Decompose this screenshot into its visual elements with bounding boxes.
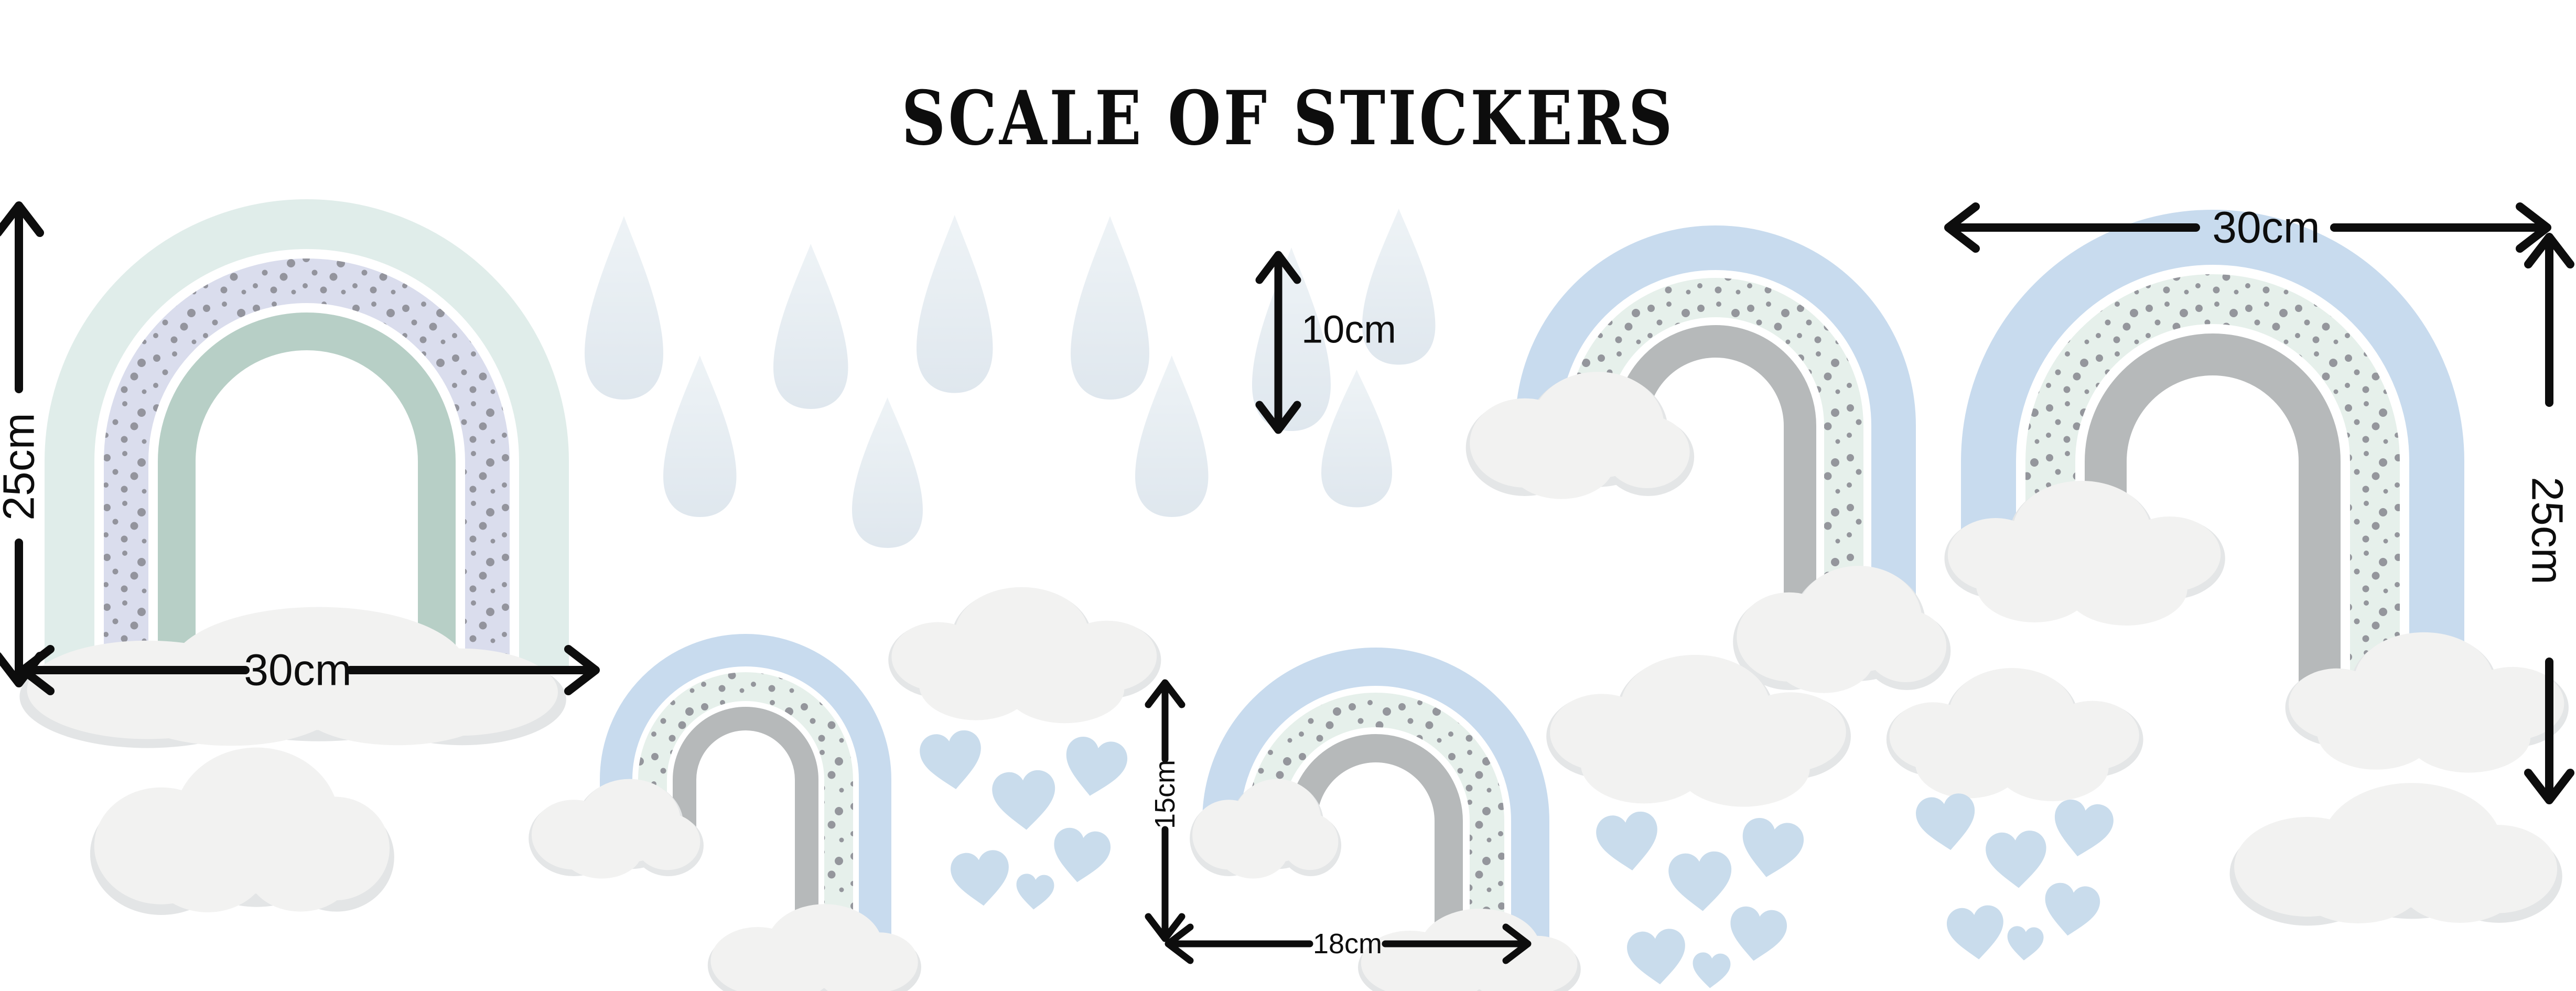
cloud-icon	[888, 587, 1161, 724]
label-raindrop-height: 10cm	[1301, 307, 1396, 351]
cloud-middle-rainbow-left	[1465, 372, 1695, 499]
label-small-rainbow-width: 18cm	[1312, 928, 1383, 960]
falling-hearts	[1594, 809, 1807, 990]
small-rainbow-blue-2	[1202, 648, 1549, 960]
falling-hearts	[1914, 791, 2116, 963]
arrow-small-rainbow-height	[1145, 679, 1185, 942]
arrow-right-rainbow-height	[2524, 233, 2574, 804]
label-small-rainbow-height: 15cm	[1149, 759, 1181, 830]
raindrop	[663, 356, 737, 517]
page-title: SCALE OF STICKERS	[901, 75, 1675, 163]
large-rainbow-blue-right	[1961, 210, 2464, 713]
small-rainbow-blue-1	[600, 634, 891, 944]
cloud-middle-rainbow-right	[1733, 566, 1951, 693]
cloud-bottom-right	[2229, 783, 2562, 926]
cloud-bottom-left	[90, 747, 394, 915]
heart-rain-cloud-3	[1886, 668, 2143, 963]
raindrop	[1135, 356, 1209, 517]
cloud-icon	[1886, 668, 2143, 801]
label-left-rainbow-width: 30cm	[244, 645, 352, 695]
label-right-rainbow-width: 30cm	[2212, 202, 2320, 252]
raindrop-group	[585, 209, 1436, 548]
raindrop	[1071, 216, 1149, 400]
heart-rain-cloud-2	[1546, 654, 1851, 990]
raindrop	[1321, 370, 1392, 508]
label-right-rainbow-height: 25cm	[2523, 477, 2572, 585]
falling-hearts	[918, 728, 1130, 911]
label-left-rainbow-height: 25cm	[0, 413, 44, 521]
arrow-right-rainbow-width	[1944, 202, 2551, 253]
heart-rain-cloud-1	[888, 587, 1161, 911]
arrow-raindrop-height	[1255, 251, 1301, 434]
raindrop	[585, 216, 663, 400]
arrow-left-rainbow-width	[19, 645, 600, 695]
raindrop	[917, 215, 993, 393]
large-rainbow-mint	[45, 199, 569, 671]
raindrop	[773, 244, 848, 409]
arrow-small-rainbow-width	[1165, 923, 1532, 964]
raindrop	[852, 397, 923, 548]
